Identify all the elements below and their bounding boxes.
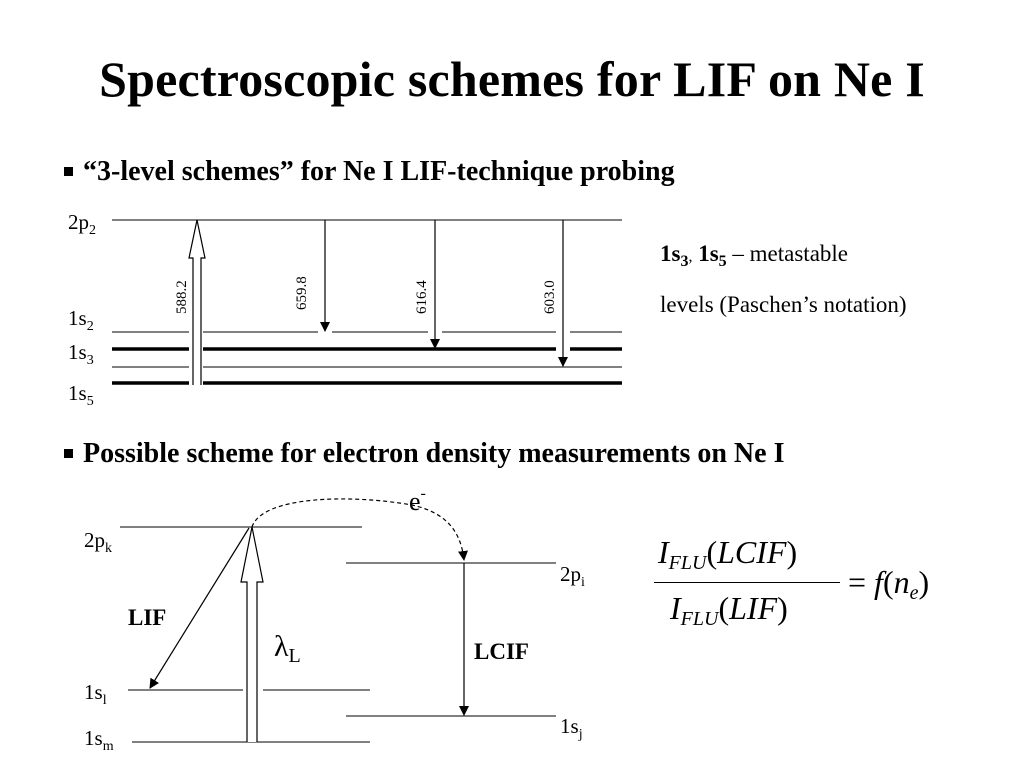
scheme1-diagram: 588.2 659.8 616.4 603.0: [112, 219, 622, 386]
level-label-1sj: 1sj: [560, 714, 583, 742]
wavelength-label-588: 588.2: [174, 280, 190, 314]
scheme2-diagram: [120, 498, 556, 743]
electron-label: e-: [409, 485, 426, 516]
fraction-bar: [654, 582, 840, 583]
laser-excitation-arrow: [240, 526, 264, 742]
bullet-square-icon: [64, 167, 73, 176]
bullet-text: Possible scheme for electron density mea…: [83, 438, 785, 469]
metastable-note-line2: levels (Paschen’s notation): [660, 292, 907, 317]
lif-label: LIF: [128, 605, 167, 630]
level-label-1s3: 1s3: [68, 340, 94, 368]
electron-collision-curve: [251, 498, 468, 561]
bullet-square-icon: [64, 449, 73, 458]
level-label-1s2: 1s2: [68, 306, 94, 334]
level-label-1sl: 1sl: [84, 680, 107, 708]
laser-wavelength-label: λL: [274, 630, 301, 667]
wavelength-label-659: 659.8: [294, 276, 310, 310]
formula-numerator: IFLU(LCIF): [658, 534, 798, 574]
level-label-2pi: 2pi: [560, 562, 585, 590]
level-label-1s5: 1s5: [68, 381, 94, 409]
bullet-electron-density: Possible scheme for electron density mea…: [64, 438, 784, 470]
wavelength-label-603: 603.0: [542, 280, 558, 314]
metastable-note-line1: 1s3, 1s5 – metastable: [660, 241, 849, 270]
formula-denominator: IFLU(LIF): [670, 590, 788, 630]
lif-arrow: [149, 527, 250, 689]
formula-rhs: = f(ne): [848, 564, 930, 604]
level-label-1sm: 1sm: [84, 726, 114, 754]
level-label-2p2: 2p2: [68, 210, 96, 238]
bullet-3-level-schemes: “3-level schemes” for Ne I LIF-technique…: [64, 156, 675, 188]
level-label-2pk: 2pk: [84, 528, 112, 556]
slide-title: Spectroscopic schemes for LIF on Ne I: [99, 51, 925, 107]
bullet-text: “3-level schemes” for Ne I LIF-technique…: [83, 156, 675, 187]
formula: IFLU(LCIF) IFLU(LIF) = f(ne): [652, 534, 972, 644]
excitation-arrow-588: [188, 219, 206, 385]
wavelength-label-616: 616.4: [414, 280, 430, 314]
lcif-label: LCIF: [474, 639, 529, 664]
